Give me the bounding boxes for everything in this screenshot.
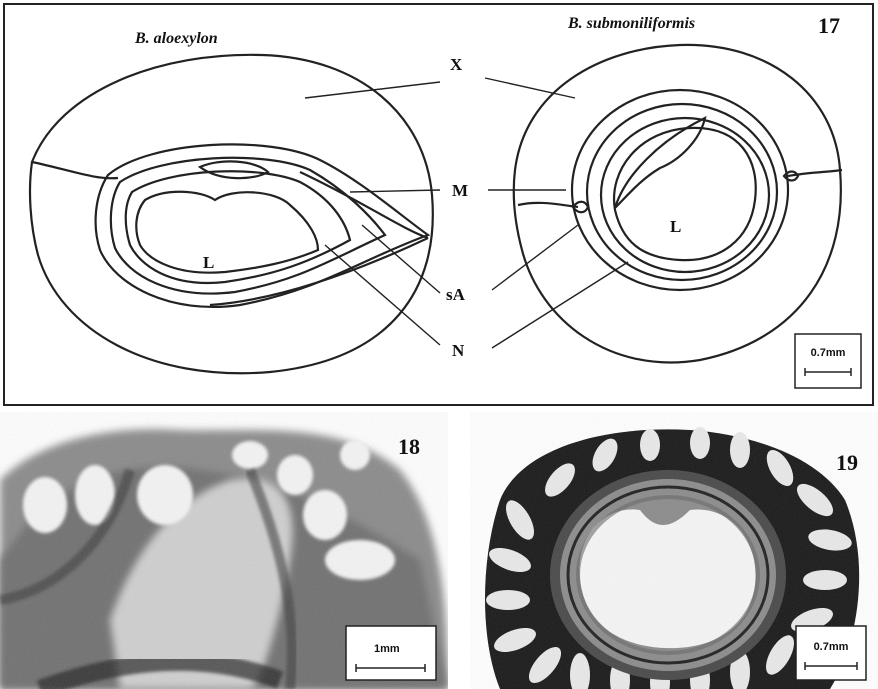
scale-bar-17: 0.7mm — [795, 334, 861, 388]
figure-number-19: 19 — [836, 450, 858, 475]
label-x: X — [450, 55, 463, 74]
species-label-aloexylon: B. aloexylon — [134, 30, 218, 47]
scale-bar-19-label: 0.7mm — [814, 641, 849, 653]
label-lumen-right: L — [670, 217, 681, 236]
species-label-submoniliformis: B. submoniliformis — [567, 15, 695, 32]
scale-bar-19: 0.7mm — [796, 626, 866, 680]
scale-bar-18: 1mm — [346, 626, 436, 680]
label-sa: sA — [446, 285, 466, 304]
figure-number-17: 17 — [818, 13, 840, 38]
label-n: N — [452, 341, 465, 360]
panel-19: 19 0.7mm — [470, 412, 878, 689]
panel-17-frame — [4, 4, 873, 405]
label-m: M — [452, 181, 468, 200]
scale-bar-18-label: 1mm — [374, 643, 400, 655]
panel-17: B. aloexylon B. submoniliformis 17 X M s… — [4, 4, 873, 405]
scale-bar-17-label: 0.7mm — [811, 347, 846, 359]
label-lumen-left: L — [203, 253, 214, 272]
figure-number-18: 18 — [398, 434, 420, 459]
panel-18: 18 1mm — [0, 412, 448, 689]
